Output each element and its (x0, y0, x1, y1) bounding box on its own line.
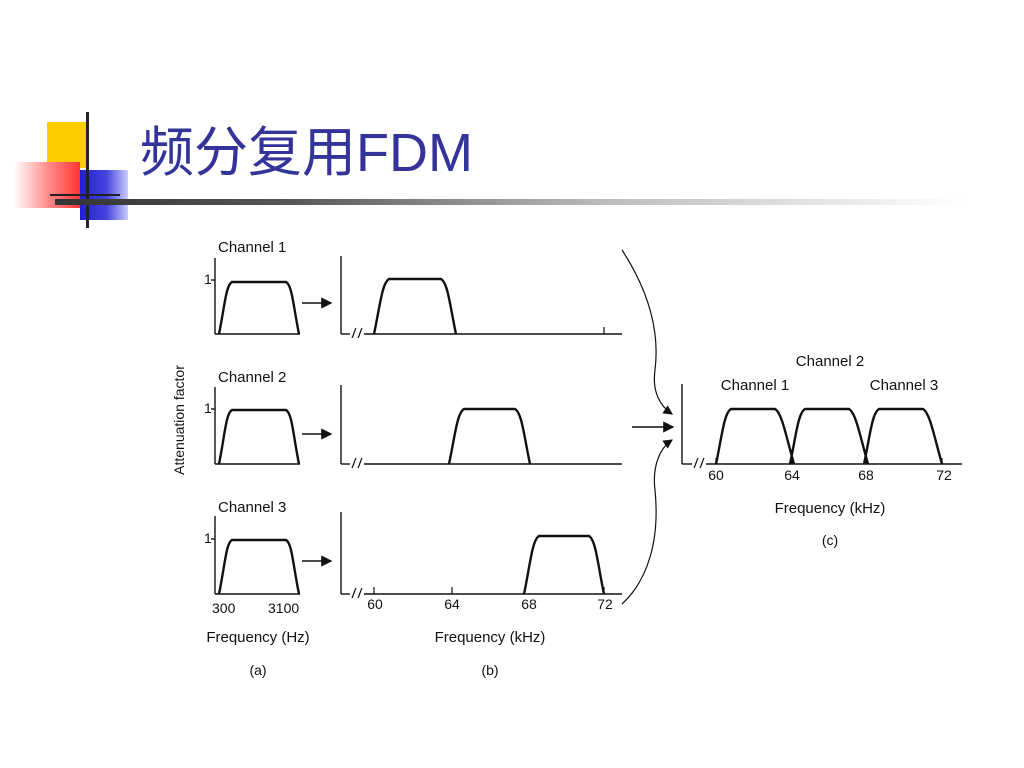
a-channel-2-passband (217, 408, 301, 465)
a-panel-channel-1: Channel 1 1 (204, 239, 301, 335)
a-channel-3-passband (217, 538, 301, 595)
b-panel-channel-1 (340, 256, 622, 339)
a-channel-1-tick: 1 (204, 271, 212, 287)
a-caption: (a) (249, 662, 266, 678)
a-panel-channel-3: Channel 3 1 (204, 499, 301, 595)
b-to-c-arrow-top (621, 249, 673, 415)
deco-horizontal-line (50, 194, 120, 196)
c-channel-3-label: Channel 3 (870, 377, 938, 394)
title-cn: 频分复用 (140, 121, 356, 184)
b-channel-2-passband (447, 407, 532, 465)
deco-yellow-square (47, 122, 87, 168)
a-channel-2-tick: 1 (204, 400, 212, 416)
c-channel-2-passband (788, 407, 870, 465)
b-panel-channel-3 (340, 512, 622, 599)
b-caption: (b) (481, 662, 498, 678)
c-x-tick-60: 60 (708, 467, 724, 483)
a-y-axis-label: Attenuation factor (171, 365, 187, 475)
a-channel-3-label: Channel 3 (218, 499, 286, 516)
deco-vertical-line (86, 112, 89, 228)
a-x-tick-300: 300 (212, 600, 236, 616)
a-channel-1-passband (217, 280, 301, 335)
a-channel-1-label: Channel 1 (218, 239, 286, 256)
a-channel-3-tick: 1 (204, 530, 212, 546)
c-channel-1-passband (714, 407, 796, 465)
a-panel-channel-2: Channel 2 1 (204, 369, 301, 465)
a-x-axis-label: Frequency (Hz) (206, 629, 309, 646)
b-x-tick-60: 60 (367, 596, 383, 612)
c-panel-multiplexed: Channel 2 Channel 1 Channel 3 (681, 353, 962, 469)
b-panel-channel-2 (340, 385, 622, 469)
b-to-c-arrow-bottom (621, 439, 673, 605)
c-channel-3-passband (862, 407, 944, 465)
title-underline (55, 199, 965, 205)
c-x-tick-64: 64 (784, 467, 800, 483)
b-x-axis-label: Frequency (kHz) (435, 629, 546, 646)
b-channel-3-passband (522, 534, 606, 595)
a-x-tick-3100: 3100 (268, 600, 299, 616)
c-channel-1-label: Channel 1 (721, 377, 789, 394)
b-x-tick-72: 72 (597, 596, 613, 612)
c-x-axis-label: Frequency (kHz) (775, 500, 886, 517)
a-channel-2-label: Channel 2 (218, 369, 286, 386)
c-x-tick-72: 72 (936, 467, 952, 483)
b-x-tick-68: 68 (521, 596, 537, 612)
c-x-tick-68: 68 (858, 467, 874, 483)
b-channel-1-passband (372, 277, 458, 335)
c-caption: (c) (822, 532, 838, 548)
b-x-tick-64: 64 (444, 596, 460, 612)
title-latin: FDM (356, 123, 473, 183)
c-channel-2-label: Channel 2 (796, 353, 864, 370)
slide-title: 频分复用FDM (140, 108, 473, 187)
